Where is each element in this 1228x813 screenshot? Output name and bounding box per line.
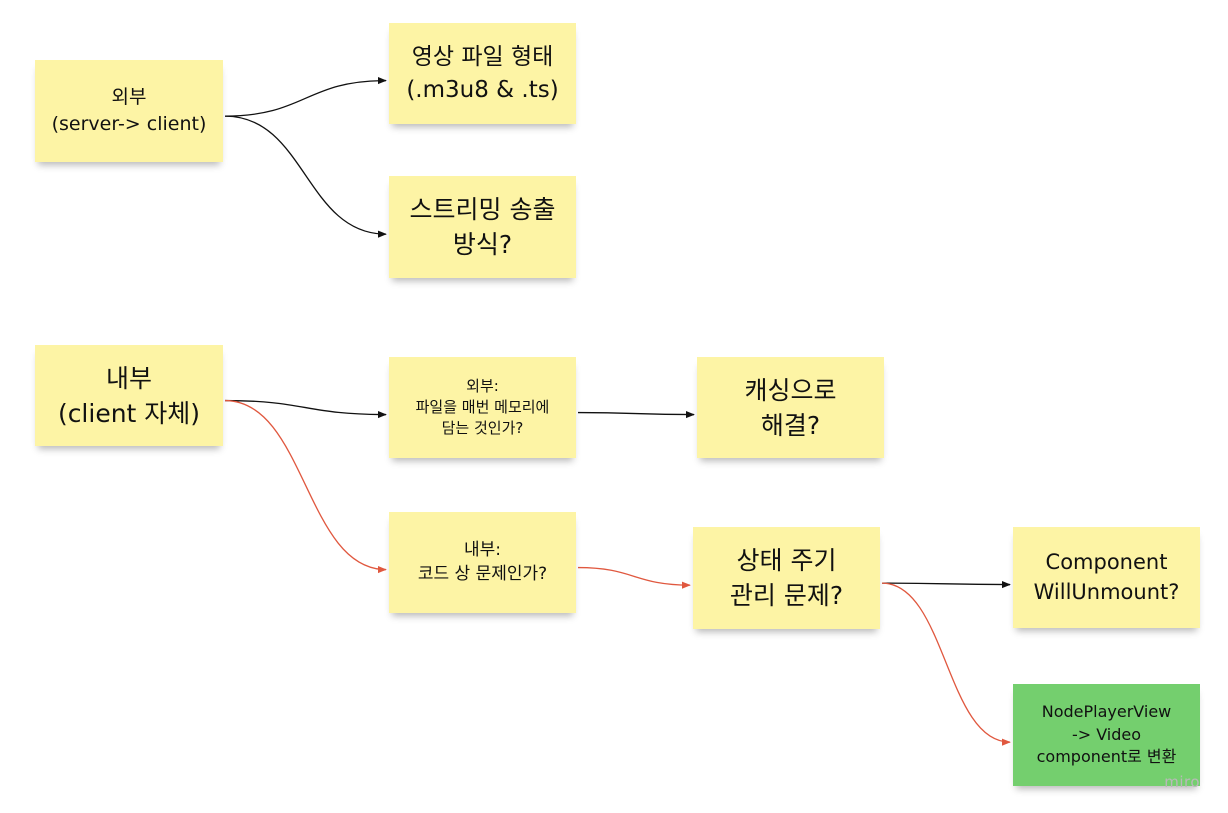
sticky-note-text: 외부: 파일을 매번 메모리에 담는 것인가? [415,377,550,437]
sticky-note-text: 내부: 코드 상 문제인가? [417,539,548,584]
sticky-note-lifecycle[interactable]: 상태 주기 관리 문제? [693,527,880,629]
sticky-note-text: Component WillUnmount? [1033,550,1180,604]
connector-external-to-video_format[interactable] [224,76,387,117]
connector-lifecycle-to-will_unmount[interactable] [881,580,1011,589]
sticky-note-text: NodePlayerView -> Video component로 변환 [1036,702,1177,767]
sticky-note-memory-question[interactable]: 외부: 파일을 매번 메모리에 담는 것인가? [389,357,576,458]
connector-internal_external-to-caching[interactable] [577,410,695,419]
connector-external-to-streaming_method[interactable] [224,115,387,238]
sticky-note-caching[interactable]: 캐싱으로 해결? [697,357,884,458]
sticky-note-text: 스트리밍 송출 방식? [409,195,556,259]
sticky-note-text: 내부 (client 자체) [57,363,201,428]
connector-internal-to-internal_external[interactable] [224,399,387,419]
sticky-note-internal[interactable]: 내부 (client 자체) [35,345,223,446]
connector-lifecycle-to-node_player[interactable] [881,582,1011,746]
sticky-note-will-unmount[interactable]: Component WillUnmount? [1013,527,1200,628]
connector-code_issue-to-lifecycle[interactable] [577,566,691,589]
sticky-note-text: 캐싱으로 해결? [744,375,837,440]
connector-internal-to-code_issue[interactable] [224,399,387,574]
sticky-note-text: 상태 주기 관리 문제? [729,546,844,610]
miro-watermark: miro [1164,773,1200,791]
sticky-note-video-format[interactable]: 영상 파일 형태 (.m3u8 & .ts) [389,23,576,124]
sticky-note-node-player[interactable]: NodePlayerView -> Video component로 변환 [1013,684,1200,786]
sticky-note-text: 영상 파일 형태 (.m3u8 & .ts) [406,44,559,103]
sticky-note-external[interactable]: 외부 (server-> client) [35,60,223,162]
sticky-note-code-issue[interactable]: 내부: 코드 상 문제인가? [389,512,576,613]
sticky-note-text: 외부 (server-> client) [51,86,207,135]
sticky-note-streaming-method[interactable]: 스트리밍 송출 방식? [389,176,576,278]
